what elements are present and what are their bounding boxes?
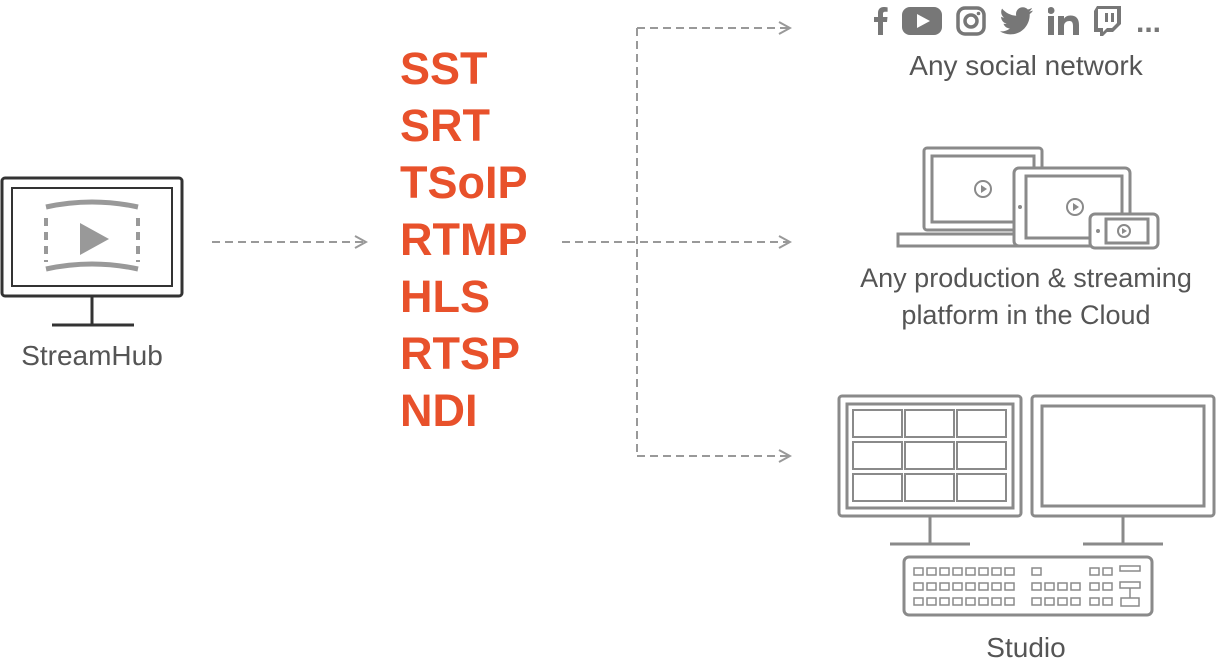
streamhub-label: StreamHub bbox=[21, 340, 163, 371]
twitter-icon bbox=[999, 6, 1034, 40]
protocol-hls: HLS bbox=[400, 271, 490, 322]
facebook-icon bbox=[874, 6, 888, 40]
protocol-rtsp: RTSP bbox=[400, 328, 521, 379]
cloud-platform-label-line1: Any production & streaming bbox=[860, 263, 1192, 293]
youtube-icon bbox=[902, 6, 942, 40]
cloud-devices-icon bbox=[896, 146, 1160, 250]
protocol-sst: SST bbox=[400, 43, 488, 94]
more-networks-ellipsis: ... bbox=[1136, 6, 1162, 39]
linkedin-icon bbox=[1047, 6, 1080, 40]
social-icons-row: ... bbox=[874, 5, 1162, 41]
protocol-tsoip: TSoIP bbox=[400, 157, 528, 208]
studio-label: Studio bbox=[986, 632, 1066, 663]
twitch-icon bbox=[1094, 5, 1122, 41]
streamhub-monitor-icon bbox=[0, 176, 184, 327]
protocol-srt: SRT bbox=[400, 100, 490, 151]
protocol-ndi: NDI bbox=[400, 385, 478, 436]
distribution-arrows bbox=[562, 28, 790, 456]
social-network-label: Any social network bbox=[909, 50, 1143, 81]
cloud-platform-label-line2: platform in the Cloud bbox=[901, 300, 1151, 330]
studio-icon bbox=[837, 394, 1216, 617]
protocol-rtmp: RTMP bbox=[400, 214, 528, 265]
protocol-list: SST SRT TSoIP RTMP HLS RTSP NDI bbox=[400, 40, 528, 439]
instagram-icon bbox=[956, 5, 986, 41]
